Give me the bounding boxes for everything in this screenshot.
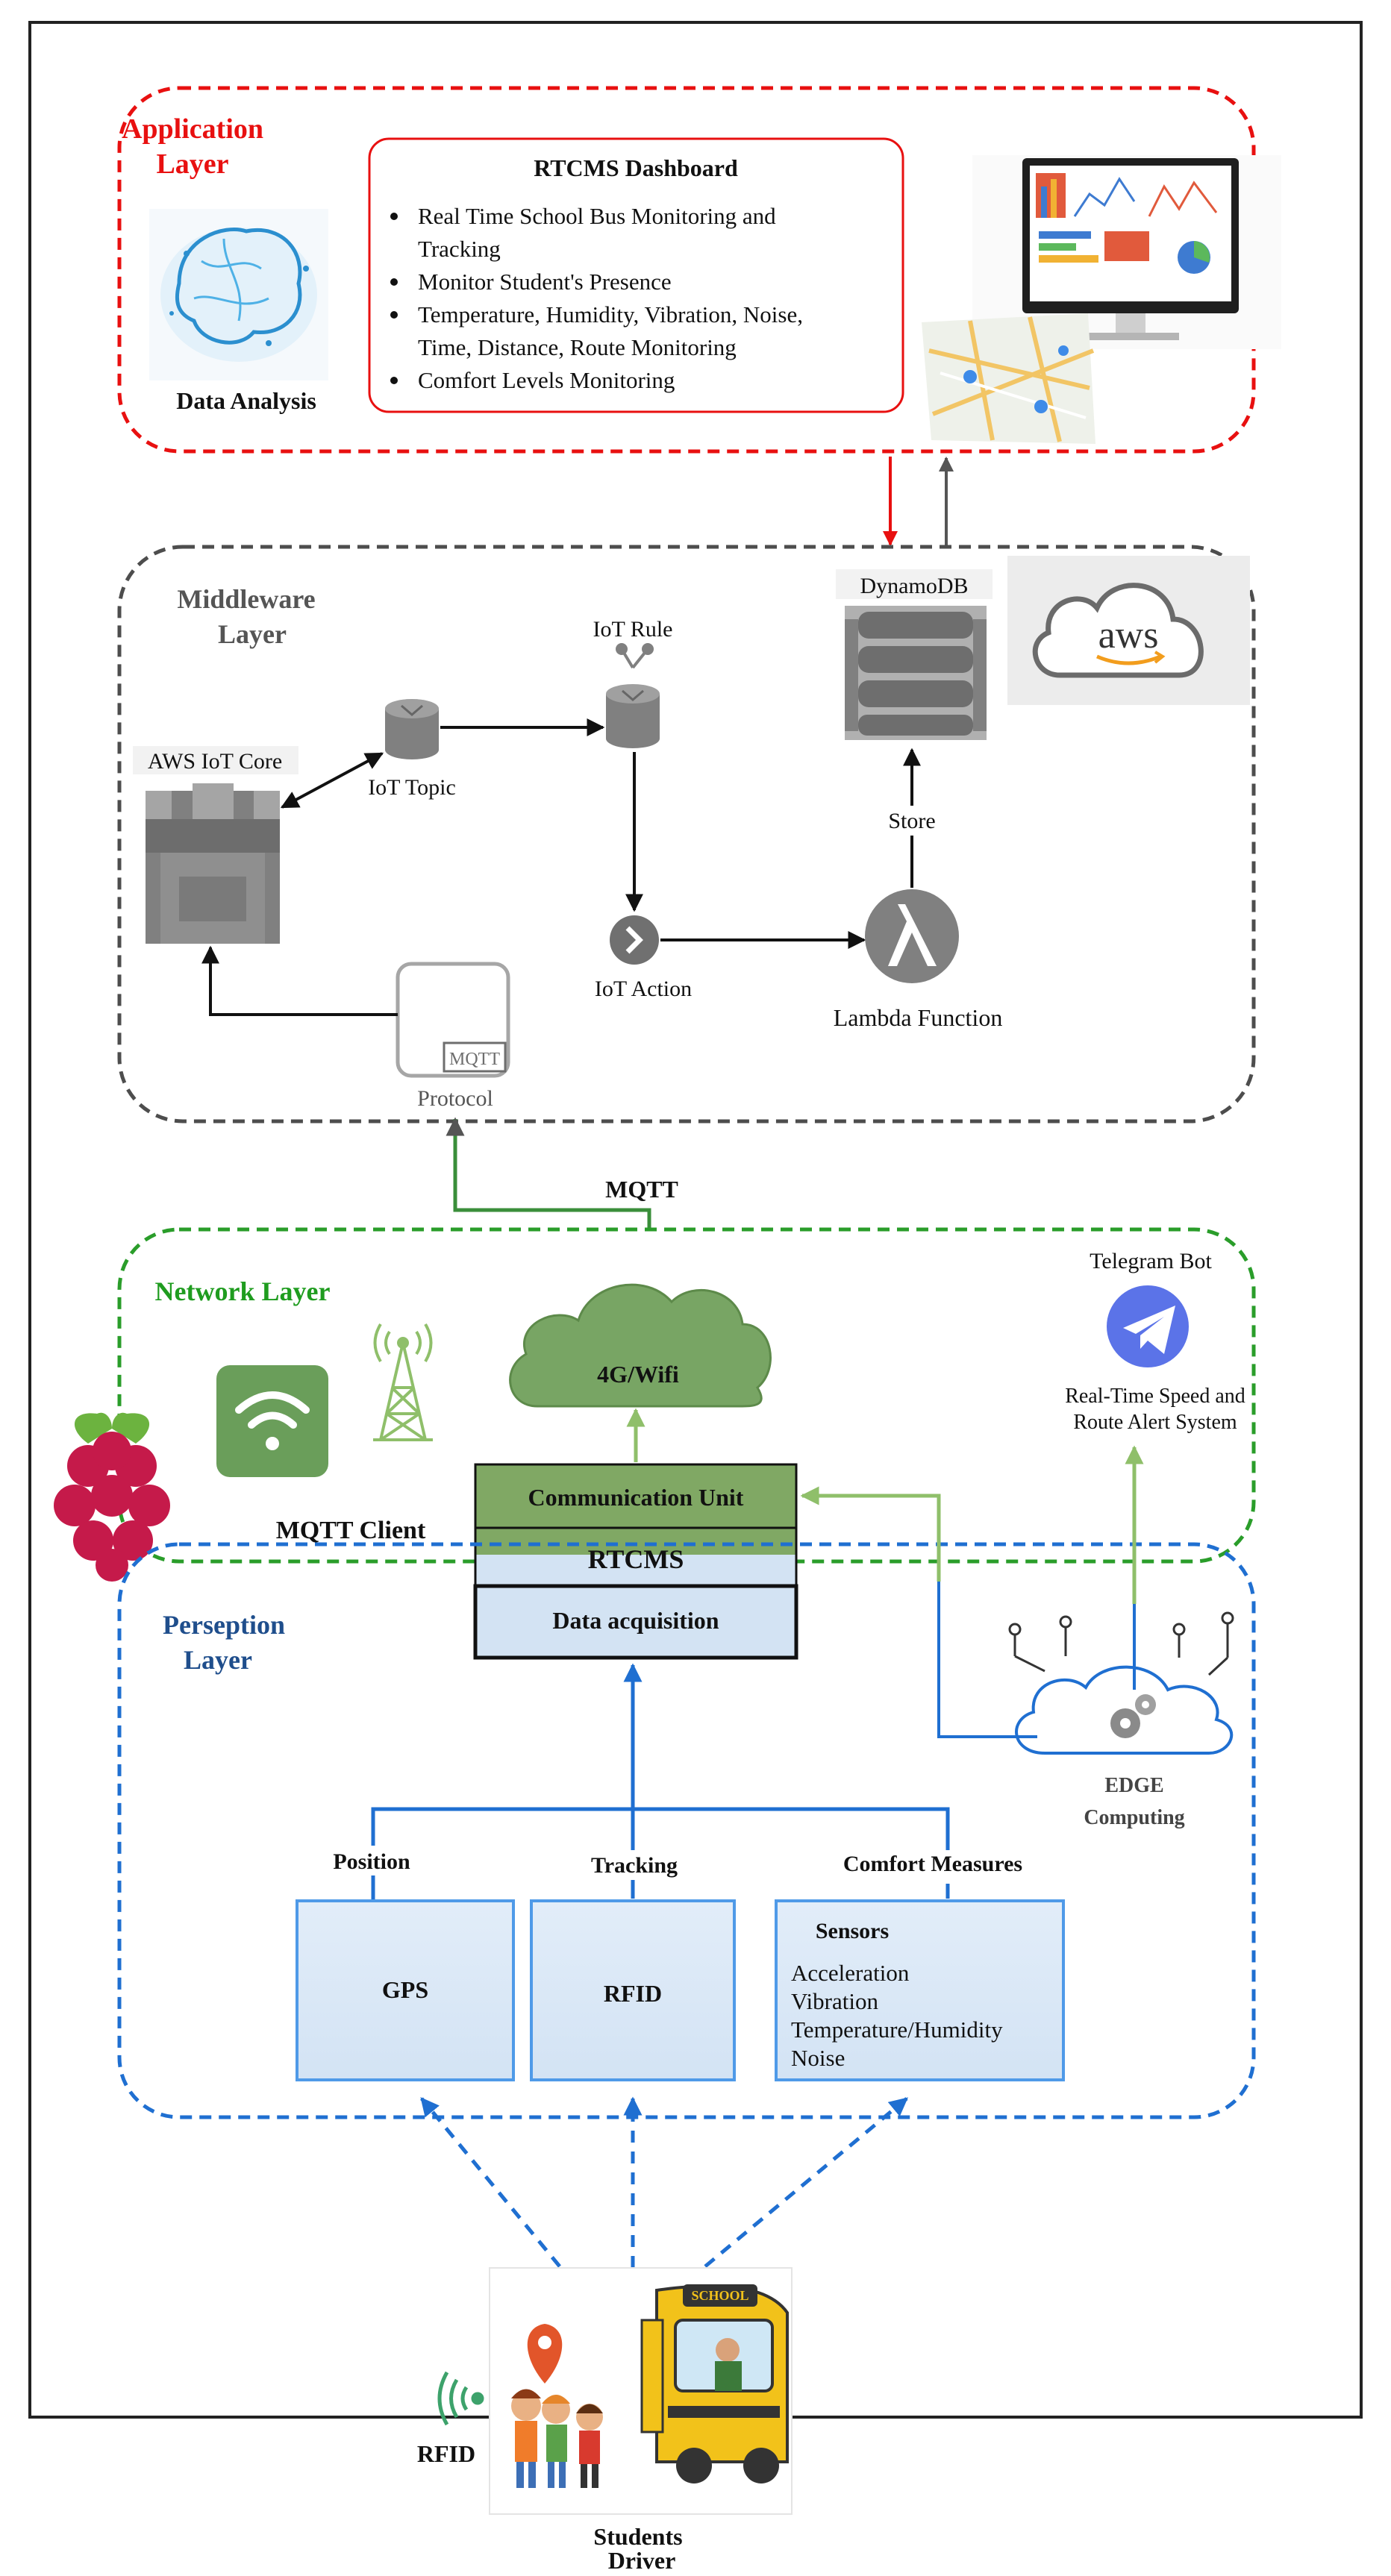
entity-students: Students	[593, 2523, 682, 2550]
position-label: Position	[333, 1849, 410, 1874]
communication-unit-box	[474, 1463, 798, 1529]
cloud-4g-wifi-icon	[509, 1283, 772, 1408]
bus-gps-arrow	[420, 2097, 561, 2268]
comfort-measures-label: Comfort Measures	[843, 1852, 1022, 1876]
data-acquisition-box	[473, 1584, 798, 1660]
core-topic-arrow	[280, 752, 384, 809]
application-layer-title-2: Layer	[156, 148, 228, 180]
students-icon	[511, 2389, 603, 2488]
brain-icon	[149, 209, 328, 380]
iot-topic-label: IoT Topic	[368, 775, 456, 800]
mqtt-badge-text: MQTT	[449, 1050, 500, 1069]
entity-school-bus: School bus	[0, 2574, 1, 2575]
bus-sensors-arrow	[704, 2097, 908, 2268]
iot-action-icon	[610, 915, 659, 965]
iot-topic-icon	[385, 699, 439, 759]
iot-rule-icon	[606, 643, 660, 748]
dynamodb-icon	[845, 606, 987, 740]
wifi-icon	[216, 1365, 328, 1477]
rfid-box-label: RFID	[604, 1980, 662, 2007]
iot-rule-label: IoT Rule	[593, 617, 673, 642]
gear-cloud-icon	[1008, 1611, 1234, 1755]
sensor-item: Noise	[791, 2045, 845, 2071]
edge-label-2: Computing	[1084, 1806, 1184, 1829]
aws-iot-core-label: AWS IoT Core	[148, 749, 282, 774]
protocol-label: Protocol	[417, 1086, 493, 1111]
aws-logo-text: aws	[1098, 614, 1159, 656]
perception-layer-title-1: Perseption	[163, 1610, 285, 1640]
mqtt-uplink-arrow	[446, 1117, 651, 1229]
sensors-box	[775, 1899, 1065, 2081]
iot-action-label: IoT Action	[595, 977, 692, 1001]
application-layer-title-1: Application	[122, 113, 263, 145]
sensor-items: AccelerationVibrationTemperature/Humidit…	[791, 1960, 1003, 2071]
dashboard-bullet-text: Real Time School Bus Monitoring and	[418, 203, 776, 229]
bullet-dot	[390, 377, 398, 384]
rfid-signal-icon	[437, 2371, 484, 2426]
cloud-label: 4G/Wifi	[597, 1361, 679, 1388]
dashboard-bullet-text: Comfort Levels Monitoring	[418, 367, 675, 393]
dashboard-monitor-icon	[972, 155, 1281, 349]
communication-unit-label: Communication Unit	[528, 1484, 744, 1511]
school-bus-icon: SCHOOL	[640, 2284, 789, 2483]
data-analysis-label: Data Analysis	[176, 387, 316, 414]
bullet-dot	[390, 278, 398, 286]
dynamodb-label: DynamoDB	[860, 574, 969, 598]
telegram-desc-2: Route Alert System	[1073, 1411, 1237, 1434]
gps-box	[296, 1899, 515, 2081]
entity-driver: Driver	[608, 2547, 676, 2572]
rtcms-top-band	[475, 1528, 796, 1555]
lambda-label: Lambda Function	[834, 1004, 1003, 1031]
telegram-icon	[1107, 1285, 1189, 1367]
edge-comm-blue-line	[802, 1494, 1037, 1738]
bullet-dot	[390, 311, 398, 319]
tracking-label: Tracking	[591, 1853, 678, 1878]
sensor-item: Vibration	[791, 1988, 878, 2014]
sensor-item: Temperature/Humidity	[791, 2016, 1003, 2043]
store-label: Store	[888, 809, 935, 833]
dashboard-bullet-text: Monitor Student's Presence	[418, 269, 672, 295]
rtcms-label: RTCMS	[588, 1544, 684, 1574]
data-acquisition-label: Data acquisition	[552, 1607, 719, 1634]
aws-logo: aws	[1007, 556, 1250, 705]
mqtt-client-label: MQTT Client	[276, 1517, 426, 1544]
middleware-layer-title-1: Middleware	[177, 584, 315, 614]
dashboard-bullet-text: Temperature, Humidity, Vibration, Noise,	[418, 301, 803, 328]
rfid-bottom-label: RFID	[417, 2440, 475, 2467]
perception-layer-box	[117, 1542, 1256, 2119]
middleware-layer-box	[117, 545, 1256, 1124]
bus-sign-text: SCHOOL	[691, 2288, 748, 2303]
dashboard-title: RTCMS Dashboard	[534, 154, 738, 181]
perception-layer-title-2: Layer	[184, 1645, 252, 1675]
rfid-box	[530, 1899, 736, 2081]
dashboard-bullet-text: Time, Distance, Route Monitoring	[418, 334, 737, 360]
raspberry-pi-icon	[54, 1412, 170, 1582]
telegram-desc-1: Real-Time Speed and	[1065, 1385, 1245, 1408]
mqtt-protocol-icon: MQTT	[396, 962, 510, 1078]
map-icon	[922, 313, 1095, 444]
aws-iot-core-icon	[146, 783, 280, 944]
sensor-item: Acceleration	[791, 1960, 910, 1986]
middleware-layer-title-2: Layer	[218, 619, 287, 649]
gps-label: GPS	[382, 1976, 428, 2003]
telegram-title: Telegram Bot	[1090, 1249, 1212, 1273]
dashboard-bullet-text: Tracking	[418, 236, 501, 262]
protocol-core-arrow	[201, 945, 398, 1016]
dashboard-bullets: Real Time School Bus Monitoring andTrack…	[390, 203, 803, 393]
dashboard-box	[368, 137, 904, 413]
location-pin-icon	[527, 2324, 563, 2384]
bullet-dot	[390, 213, 398, 220]
edge-comm-green-arrow	[800, 1486, 941, 1582]
rtcms-bottom-band	[475, 1555, 796, 1586]
lambda-icon	[865, 889, 959, 983]
mqtt-label: MQTT	[605, 1176, 678, 1203]
network-layer-title: Network Layer	[155, 1276, 331, 1306]
cell-tower-icon	[373, 1323, 433, 1441]
edge-label-1: EDGE	[1104, 1774, 1163, 1797]
sensors-title: Sensors	[816, 1919, 889, 1943]
